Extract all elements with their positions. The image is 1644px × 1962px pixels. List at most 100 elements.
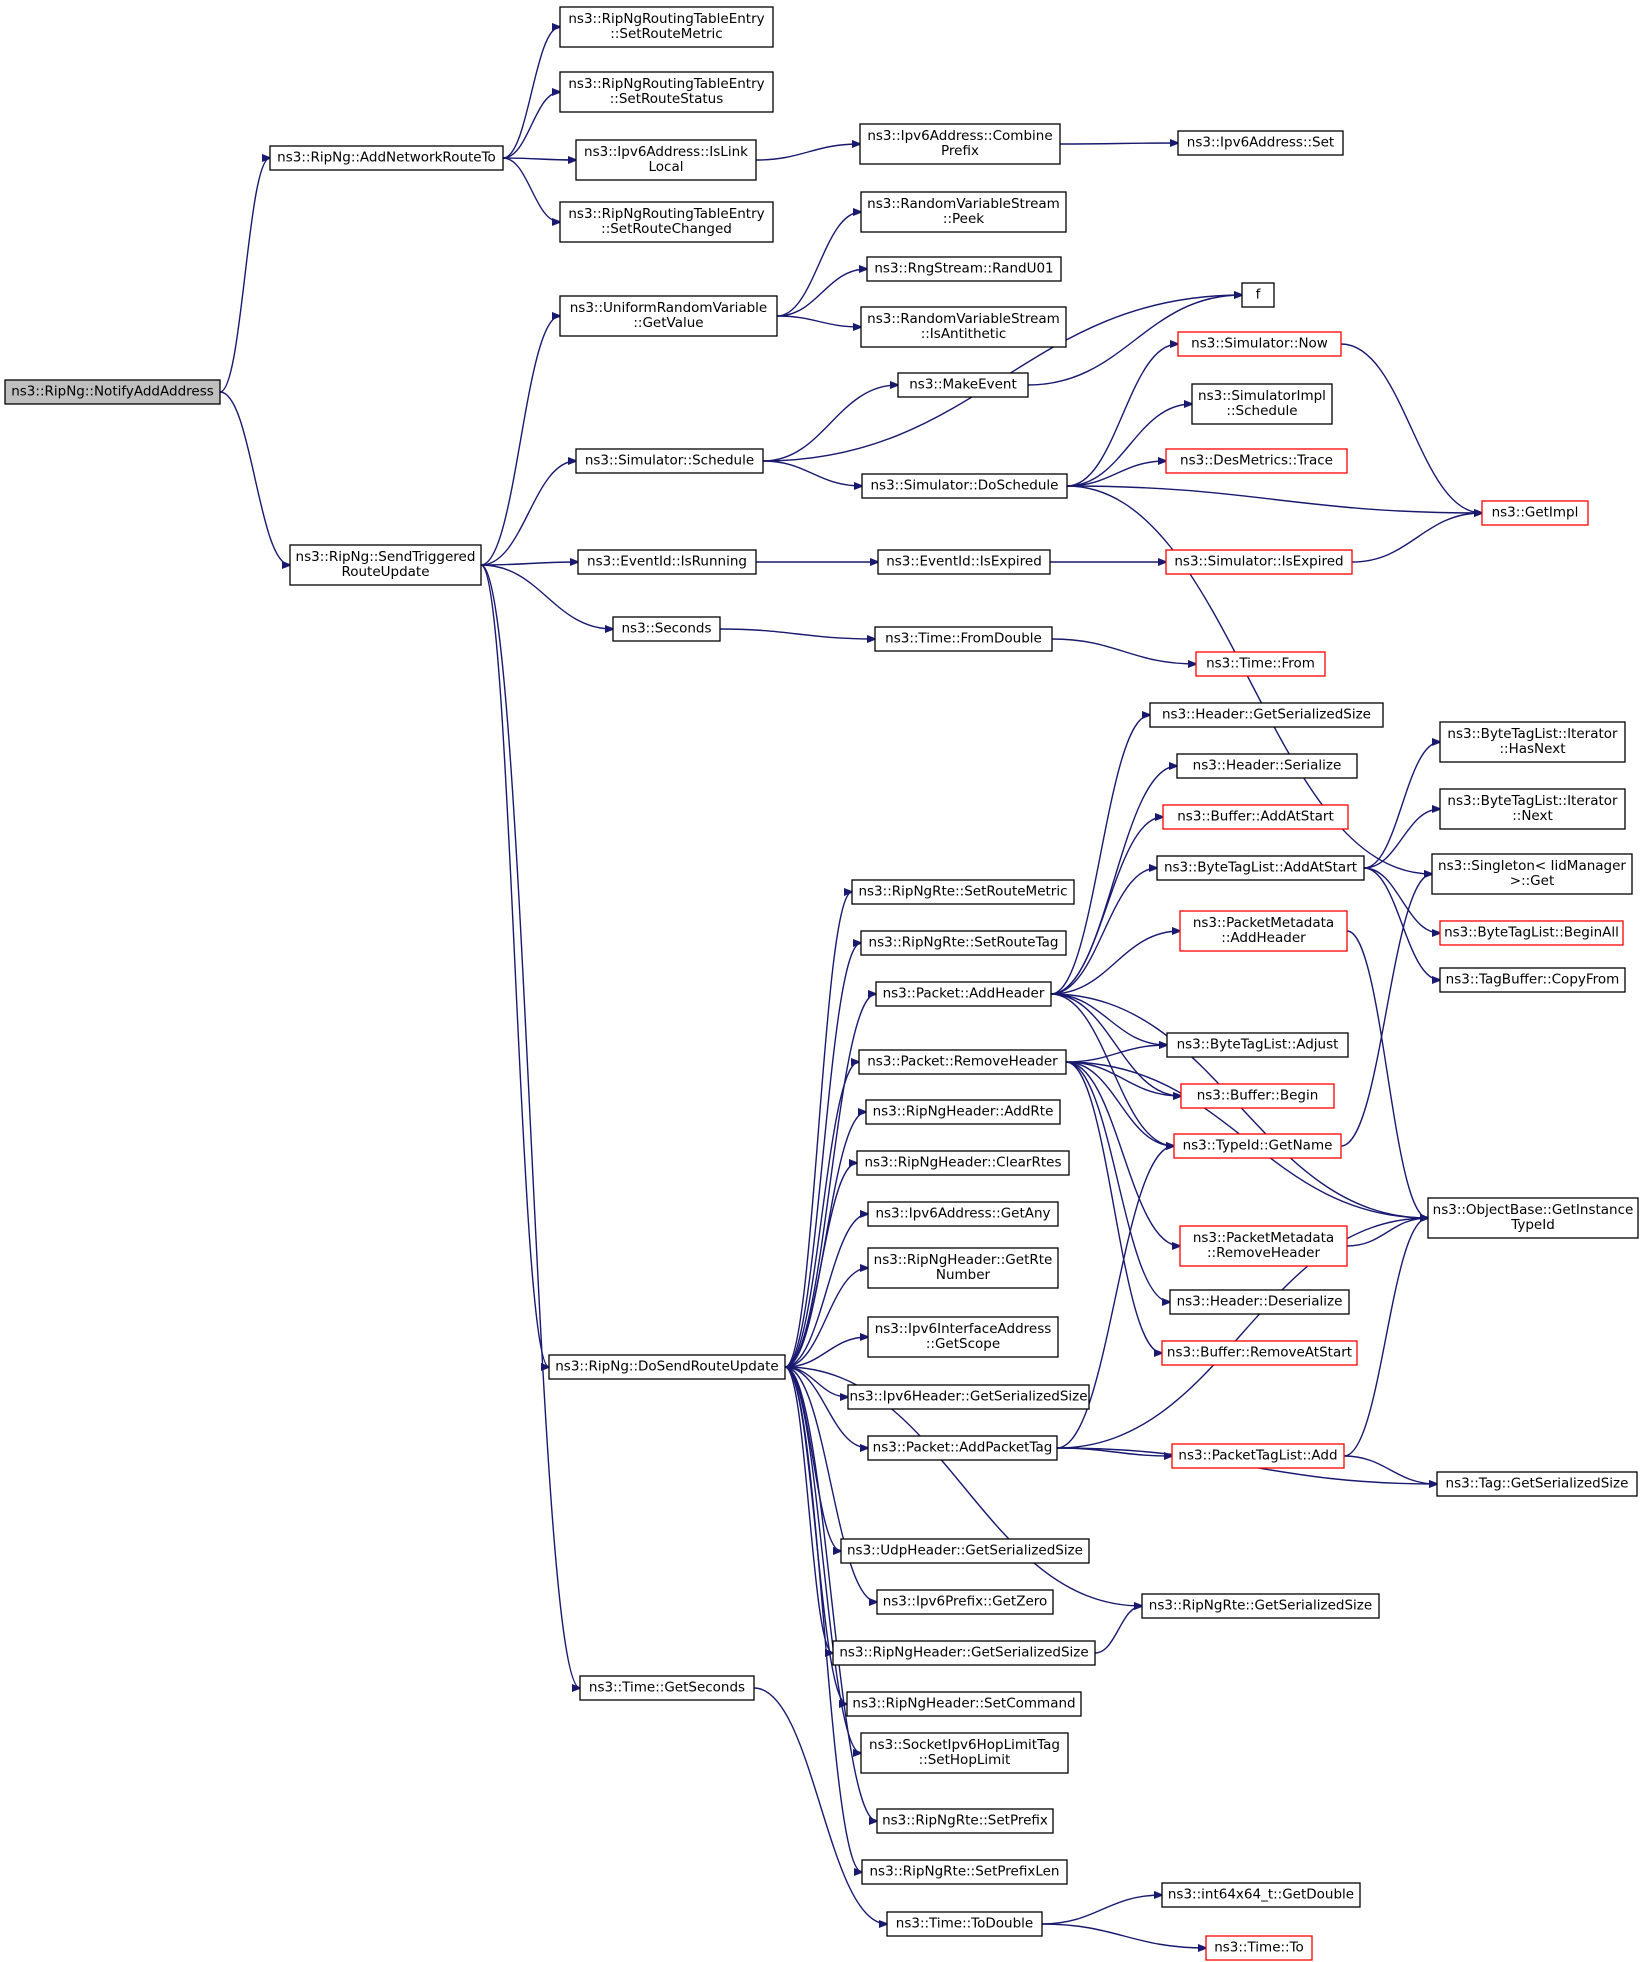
node-ns3-packet-addpackettag[interactable]: ns3::Packet::AddPacketTag [867,1435,1058,1461]
node-box [832,1640,1096,1666]
edge-combine-to-ipv6set [1059,143,1178,144]
node-ns3-packet-removeheader[interactable]: ns3::Packet::RemoveHeader [858,1049,1067,1075]
edge-dosendroute-to-rtesettag [784,943,861,1368]
node-ns3-seconds[interactable]: ns3::Seconds [612,616,721,642]
node-ns3-buffer-addatstart[interactable]: ns3::Buffer::AddAtStart [1162,804,1349,830]
node-box [876,1589,1054,1615]
node-label: ns3::Packet::AddHeader [883,986,1045,1002]
node-label: ns3::Time::ToDouble [896,1916,1033,1932]
node-ns3-simulator-doschedule[interactable]: ns3::Simulator::DoSchedule [861,473,1068,499]
node-ns3-time-fromdouble[interactable]: ns3::Time::FromDouble [874,626,1053,652]
node-ns3-packettaglist-add[interactable]: ns3::PacketTagList::Add [1171,1443,1345,1469]
node-ns3-bytetaglist-iterator-next[interactable]: ns3::ByteTagList::Iterator::Next [1439,788,1626,830]
node-ns3-ripngroutingtableentry-setroutemetric[interactable]: ns3::RipNgRoutingTableEntry::SetRouteMet… [559,6,774,48]
node-ns3-ipv6interfaceaddress-getscope[interactable]: ns3::Ipv6InterfaceAddress::GetScope [867,1316,1059,1358]
node-label: ns3::RipNgHeader::AddRte [873,1104,1054,1120]
node-ns3-simulator-schedule[interactable]: ns3::Simulator::Schedule [575,448,764,474]
node-ns3-ripngheader-getserializedsize[interactable]: ns3::RipNgHeader::GetSerializedSize [832,1640,1096,1666]
node-box [1177,130,1344,156]
node-ns3-packetmetadata-addheader[interactable]: ns3::PacketMetadata::AddHeader [1179,910,1348,952]
node-ns3-header-deserialize[interactable]: ns3::Header::Deserialize [1169,1289,1350,1315]
node-ns3-rngstream-randu01[interactable]: ns3::RngStream::RandU01 [866,256,1062,282]
node-ns3-bytetaglist-beginall[interactable]: ns3::ByteTagList::BeginAll [1439,920,1624,946]
node-ns3-ripngroutingtableentry-setroutechanged[interactable]: ns3::RipNgRoutingTableEntry::SetRouteCha… [559,201,774,243]
node-ns3-packet-addheader[interactable]: ns3::Packet::AddHeader [875,981,1052,1007]
node-box [289,544,482,586]
node-box [4,379,221,405]
node-ns3-time-todouble[interactable]: ns3::Time::ToDouble [886,1911,1043,1937]
node-ns3-ripng-addnetworkrouteto[interactable]: ns3::RipNg::AddNetworkRouteTo [269,145,504,171]
node-ns3-desmetrics-trace[interactable]: ns3::DesMetrics::Trace [1165,448,1348,474]
node-ns3-bytetaglist-adjust[interactable]: ns3::ByteTagList::Adjust [1166,1032,1349,1058]
node-box [1439,788,1626,830]
node-label: ns3::Tag::GetSerializedSize [1446,1476,1629,1492]
node-ns3-singleton-iidmanager-get[interactable]: ns3::Singleton< IidManager>::Get [1431,853,1633,895]
node-ns3-simulatorimpl-schedule[interactable]: ns3::SimulatorImpl::Schedule [1191,383,1333,425]
node-ns3-ipv6prefix-getzero[interactable]: ns3::Ipv6Prefix::GetZero [876,1589,1054,1615]
node-label: ns3::MakeEvent [909,377,1017,393]
node-f[interactable]: f [1241,282,1275,308]
node-ns3-randomvariablestream-isantithetic[interactable]: ns3::RandomVariableStream::IsAntithetic [860,306,1067,348]
node-ns3-simulator-now[interactable]: ns3::Simulator::Now [1177,331,1342,357]
node-label: ::GetValue [633,315,703,331]
node-ns3-time-from[interactable]: ns3::Time::From [1195,651,1326,677]
node-ns3-tagbuffer-copyfrom[interactable]: ns3::TagBuffer::CopyFrom [1439,967,1626,993]
node-ns3-ripng-notifyaddaddress[interactable]: ns3::RipNg::NotifyAddAddress [4,379,221,405]
node-ns3-bytetaglist-iterator-hasnext[interactable]: ns3::ByteTagList::Iterator::HasNext [1439,721,1626,763]
node-box [1481,500,1589,526]
node-ns3-ripngrte-getserializedsize[interactable]: ns3::RipNgRte::GetSerializedSize [1141,1593,1380,1619]
node-ns3-buffer-begin[interactable]: ns3::Buffer::Begin [1180,1083,1335,1109]
node-ns3-ripngheader-addrte[interactable]: ns3::RipNgHeader::AddRte [865,1099,1061,1125]
edge-dosched-to-simimplsched [1066,404,1192,487]
node-ns3-uniformrandomvariable-getvalue[interactable]: ns3::UniformRandomVariable::GetValue [559,295,778,337]
node-ns3-header-getserializedsize[interactable]: ns3::Header::GetSerializedSize [1149,702,1384,728]
node-label: ns3::ByteTagList::Iterator [1447,793,1618,809]
node-ns3-makeevent[interactable]: ns3::MakeEvent [897,372,1029,398]
node-ns3-ipv6header-getserializedsize[interactable]: ns3::Ipv6Header::GetSerializedSize [847,1384,1090,1410]
node-label: ns3::Buffer::RemoveAtStart [1167,1345,1352,1361]
node-ns3-int64x64-t-getdouble[interactable]: ns3::int64x64_t::GetDouble [1161,1882,1361,1908]
node-ns3-tag-getserializedsize[interactable]: ns3::Tag::GetSerializedSize [1436,1471,1638,1497]
edge-pktremheader-to-bufbegin [1065,1061,1181,1096]
node-ns3-simulator-isexpired[interactable]: ns3::Simulator::IsExpired [1165,549,1353,575]
node-ns3-bytetaglist-addatstart[interactable]: ns3::ByteTagList::AddAtStart [1156,855,1365,881]
node-ns3-ripngheader-clearrtes[interactable]: ns3::RipNgHeader::ClearRtes [856,1150,1070,1176]
node-label: ::Schedule [1226,403,1297,419]
node-ns3-ripngrte-setroutemetric[interactable]: ns3::RipNgRte::SetRouteMetric [851,879,1075,905]
node-ns3-ripngheader-setcommand[interactable]: ns3::RipNgHeader::SetCommand [846,1691,1082,1717]
edge-islink-to-combine [755,144,860,161]
node-ns3-packetmetadata-removeheader[interactable]: ns3::PacketMetadata::RemoveHeader [1179,1225,1348,1267]
node-box [269,145,504,171]
node-ns3-getimpl[interactable]: ns3::GetImpl [1481,500,1589,526]
edge-unigetvalue-to-randu01 [776,269,867,317]
node-ns3-ipv6address-set[interactable]: ns3::Ipv6Address::Set [1177,130,1344,156]
node-ns3-ripng-dosendrouteupdate[interactable]: ns3::RipNg::DoSendRouteUpdate [548,1354,786,1380]
node-ns3-buffer-removeatstart[interactable]: ns3::Buffer::RemoveAtStart [1161,1340,1358,1366]
node-ns3-eventid-isexpired[interactable]: ns3::EventId::IsExpired [877,549,1051,575]
node-ns3-eventid-isrunning[interactable]: ns3::EventId::IsRunning [577,549,757,575]
node-ns3-udpheader-getserializedsize[interactable]: ns3::UdpHeader::GetSerializedSize [840,1538,1090,1564]
node-ns3-ripngrte-setprefix[interactable]: ns3::RipNgRte::SetPrefix [876,1808,1054,1834]
node-ns3-socketipv6hoplimittag-sethoplimit[interactable]: ns3::SocketIpv6HopLimitTag::SetHopLimit [860,1732,1069,1774]
node-ns3-header-serialize[interactable]: ns3::Header::Serialize [1176,753,1358,779]
node-box [1195,651,1326,677]
edge-pktremheader-to-typeidname [1065,1061,1174,1146]
edge-dosendroute-to-hdrclearrtes [784,1163,857,1368]
node-ns3-ripngrte-setroutetag[interactable]: ns3::RipNgRte::SetRouteTag [860,930,1067,956]
node-ns3-time-to[interactable]: ns3::Time::To [1205,1935,1313,1961]
node-ns3-ripngroutingtableentry-setroutestatus[interactable]: ns3::RipNgRoutingTableEntry::SetRouteSta… [559,71,774,113]
node-ns3-typeid-getname[interactable]: ns3::TypeId::GetName [1173,1133,1342,1159]
edge-dosendroute-to-rtegetser [784,1366,1142,1606]
edge-seconds-to-fromdouble [719,628,875,639]
node-ns3-ripngrte-setprefixlen[interactable]: ns3::RipNgRte::SetPrefixLen [861,1859,1068,1885]
node-ns3-randomvariablestream-peek[interactable]: ns3::RandomVariableStream::Peek [860,191,1067,233]
node-ns3-ipv6address-getany[interactable]: ns3::Ipv6Address::GetAny [867,1201,1059,1227]
node-label: ns3::UdpHeader::GetSerializedSize [847,1543,1083,1559]
node-box [846,1691,1082,1717]
node-ns3-time-getseconds[interactable]: ns3::Time::GetSeconds [579,1675,755,1701]
